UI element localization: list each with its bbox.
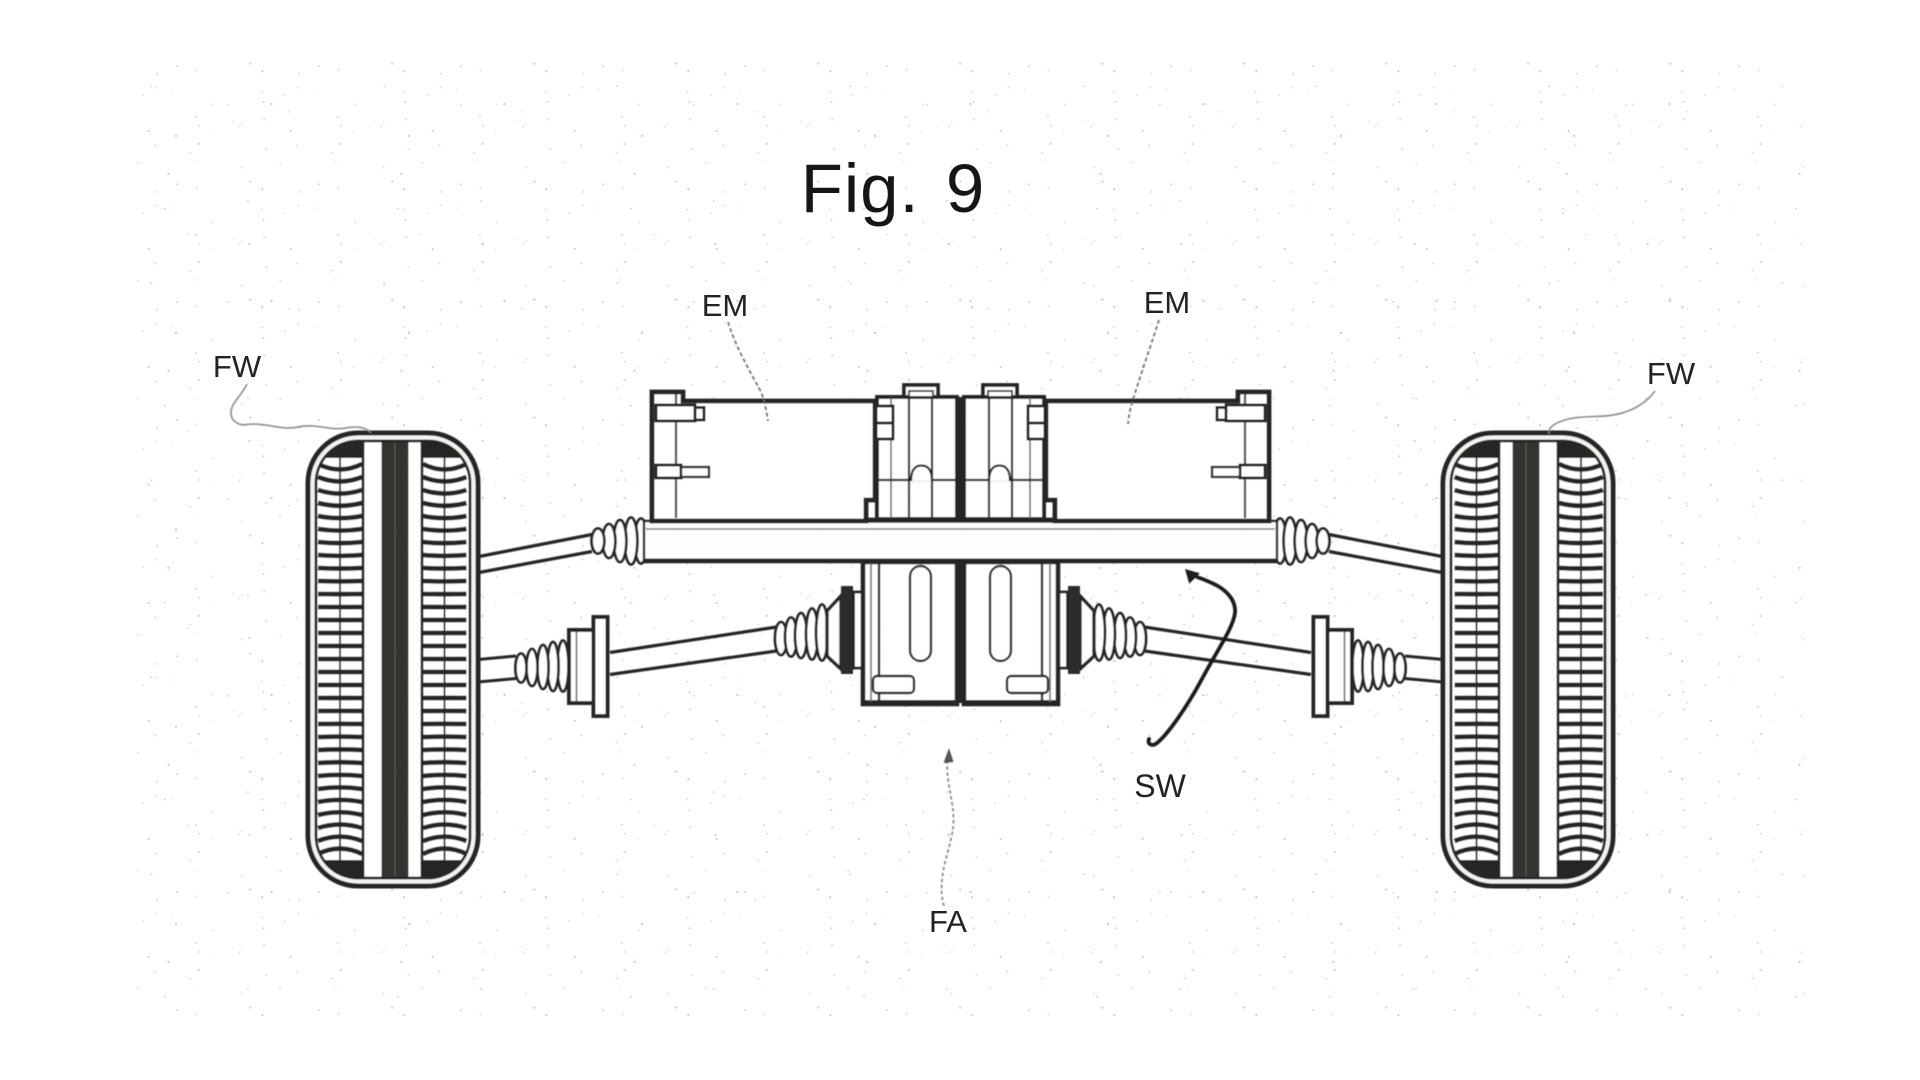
motor-housing-left: [649, 389, 878, 524]
leader-em-right: [1127, 319, 1160, 425]
front-wheel-right: [1443, 433, 1613, 886]
leader-em-left: [727, 321, 769, 422]
steering-rack-beam: [642, 517, 1279, 564]
label-sw: SW: [1134, 768, 1186, 804]
label-fw-left: FW: [213, 349, 262, 384]
leader-fw-left: [230, 383, 372, 434]
front-wheel-left: [305, 430, 481, 889]
gearbox-housing-right: [961, 559, 1061, 707]
leader-fw-right: [1548, 390, 1656, 435]
motor-housing-right: [1043, 389, 1272, 524]
tie-rod-left: [478, 516, 649, 575]
center-block-right: [962, 383, 1047, 521]
label-fw-right: FW: [1647, 356, 1696, 391]
gearbox-housing-left: [860, 559, 960, 707]
annotations: [230, 319, 1656, 907]
axle-drawing: [305, 383, 1613, 889]
sw-arrowhead: [1185, 569, 1200, 584]
label-fa: FA: [929, 904, 967, 939]
leader-fa-arrowhead: [943, 748, 954, 763]
label-em-left: EM: [702, 288, 749, 323]
gearbox-center-seam: [957, 397, 964, 703]
drive-shaft-left: [477, 586, 864, 718]
sw-arrow-curve: [1146, 575, 1237, 747]
label-em-right: EM: [1144, 285, 1191, 320]
drive-shaft-right: [1057, 586, 1444, 718]
center-block-left: [874, 383, 959, 521]
leader-fa: [940, 756, 955, 907]
figure-title: Fig. 9: [801, 150, 986, 227]
